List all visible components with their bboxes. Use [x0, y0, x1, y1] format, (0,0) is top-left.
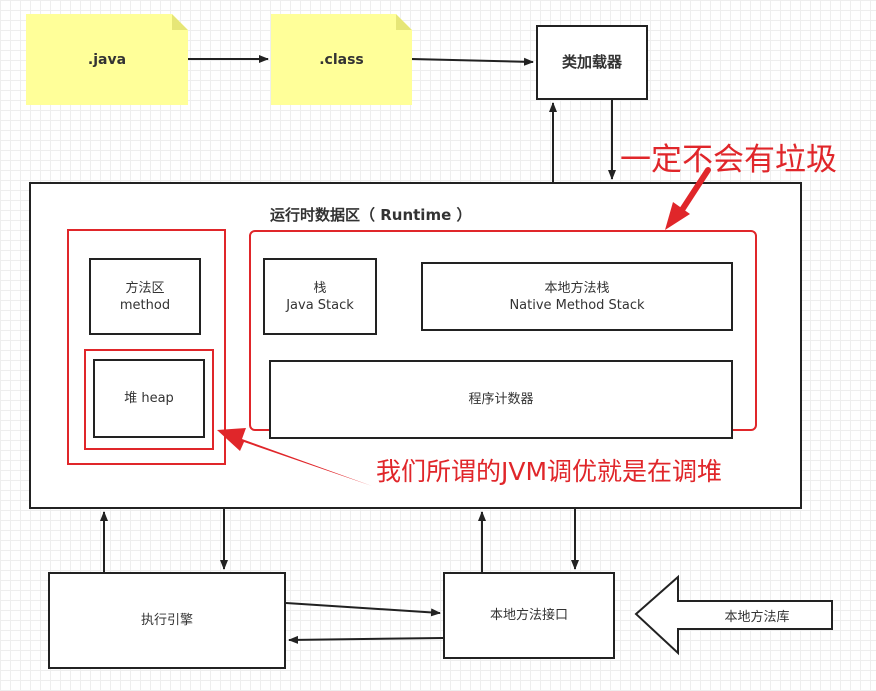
java-file-note: .java	[26, 14, 188, 105]
program-counter-box: 程序计数器	[269, 360, 733, 439]
jvm-tuning-annotation: 我们所谓的JVM调优就是在调堆	[376, 457, 723, 486]
method-area-box: 方法区 method	[89, 258, 201, 335]
engine-to-interface-arrow	[285, 602, 441, 617]
execution-engine-label: 执行引擎	[140, 613, 193, 628]
native-interface-box: 本地方法接口	[443, 572, 615, 659]
native-library-label: 本地方法库	[724, 610, 790, 625]
program-counter-label: 程序计数器	[468, 392, 534, 407]
java-stack-box: 栈 Java Stack	[263, 258, 377, 335]
class-loader-box: 类加载器	[536, 25, 648, 100]
class-file-label: .class	[319, 51, 364, 68]
heap-highlight	[84, 349, 214, 450]
shared-area-highlight	[67, 229, 226, 465]
java-file-label: .java	[87, 51, 127, 68]
interface-to-engine-arrow	[288, 635, 444, 644]
execution-engine-box: 执行引擎	[48, 572, 286, 669]
runtime-title: 运行时数据区（ Runtime ）	[270, 206, 472, 224]
native-method-stack-label: 本地方法栈	[544, 280, 610, 296]
heap-label: 堆 heap	[124, 391, 174, 406]
java-stack-label: 栈	[313, 280, 327, 296]
native-method-stack-box: 本地方法栈 Native Method Stack	[421, 262, 733, 331]
no-garbage-annotation: 一定不会有垃圾	[620, 142, 837, 178]
runtime-data-area	[29, 182, 802, 509]
java-stack-sublabel: Java Stack	[286, 297, 354, 313]
method-area-sublabel: method	[119, 297, 171, 313]
native-method-stack-sublabel: Native Method Stack	[509, 297, 645, 313]
heap-box: 堆 heap	[93, 359, 205, 438]
native-interface-label: 本地方法接口	[489, 608, 568, 623]
no-garbage-pointer-arrow	[665, 167, 711, 230]
heap-pointer-arrow	[217, 428, 372, 486]
method-area-label: 方法区	[125, 280, 165, 296]
class-to-loader-arrow	[411, 57, 534, 66]
class-loader-label: 类加载器	[561, 53, 622, 71]
native-library-arrow-shape	[634, 574, 833, 656]
